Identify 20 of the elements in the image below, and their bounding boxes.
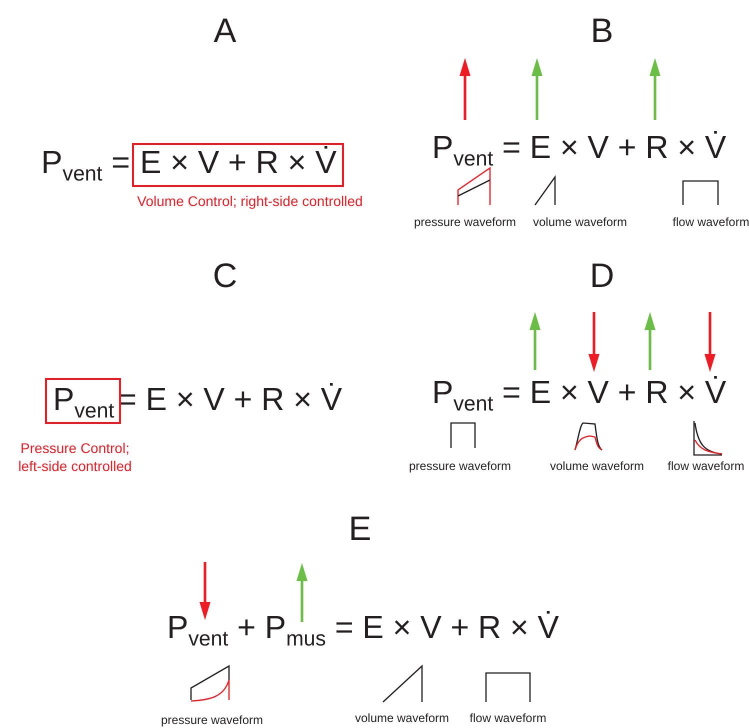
waveform-caption: pressure waveform	[160, 714, 264, 726]
equation-term: P$_{vent}$	[53, 381, 114, 417]
highlight-box	[132, 143, 344, 187]
panel-letter: A	[214, 14, 236, 48]
panel-letter: B	[590, 14, 614, 48]
waveform-caption: volume waveform	[550, 460, 644, 472]
panel-letter: D	[590, 259, 614, 293]
waveform-caption: flow waveform	[470, 712, 546, 724]
control-mode-note: Pressure Control; left-side controlled	[17, 440, 133, 475]
waveform-caption: pressure waveform	[408, 460, 512, 472]
waveform-caption: volume waveform	[354, 712, 450, 724]
waveform-caption: pressure waveform	[414, 216, 516, 228]
equation-term: E × V + R × V̇	[140, 144, 337, 180]
highlight-box	[45, 378, 122, 424]
panel-letter: C	[212, 259, 238, 293]
waveform-caption: flow waveform	[672, 216, 749, 228]
waveform-caption: volume waveform	[532, 216, 628, 228]
waveform-caption: flow waveform	[668, 460, 744, 472]
control-mode-note: Volume Control; right-side controlled	[137, 193, 363, 210]
panel-letter: E	[348, 512, 372, 546]
